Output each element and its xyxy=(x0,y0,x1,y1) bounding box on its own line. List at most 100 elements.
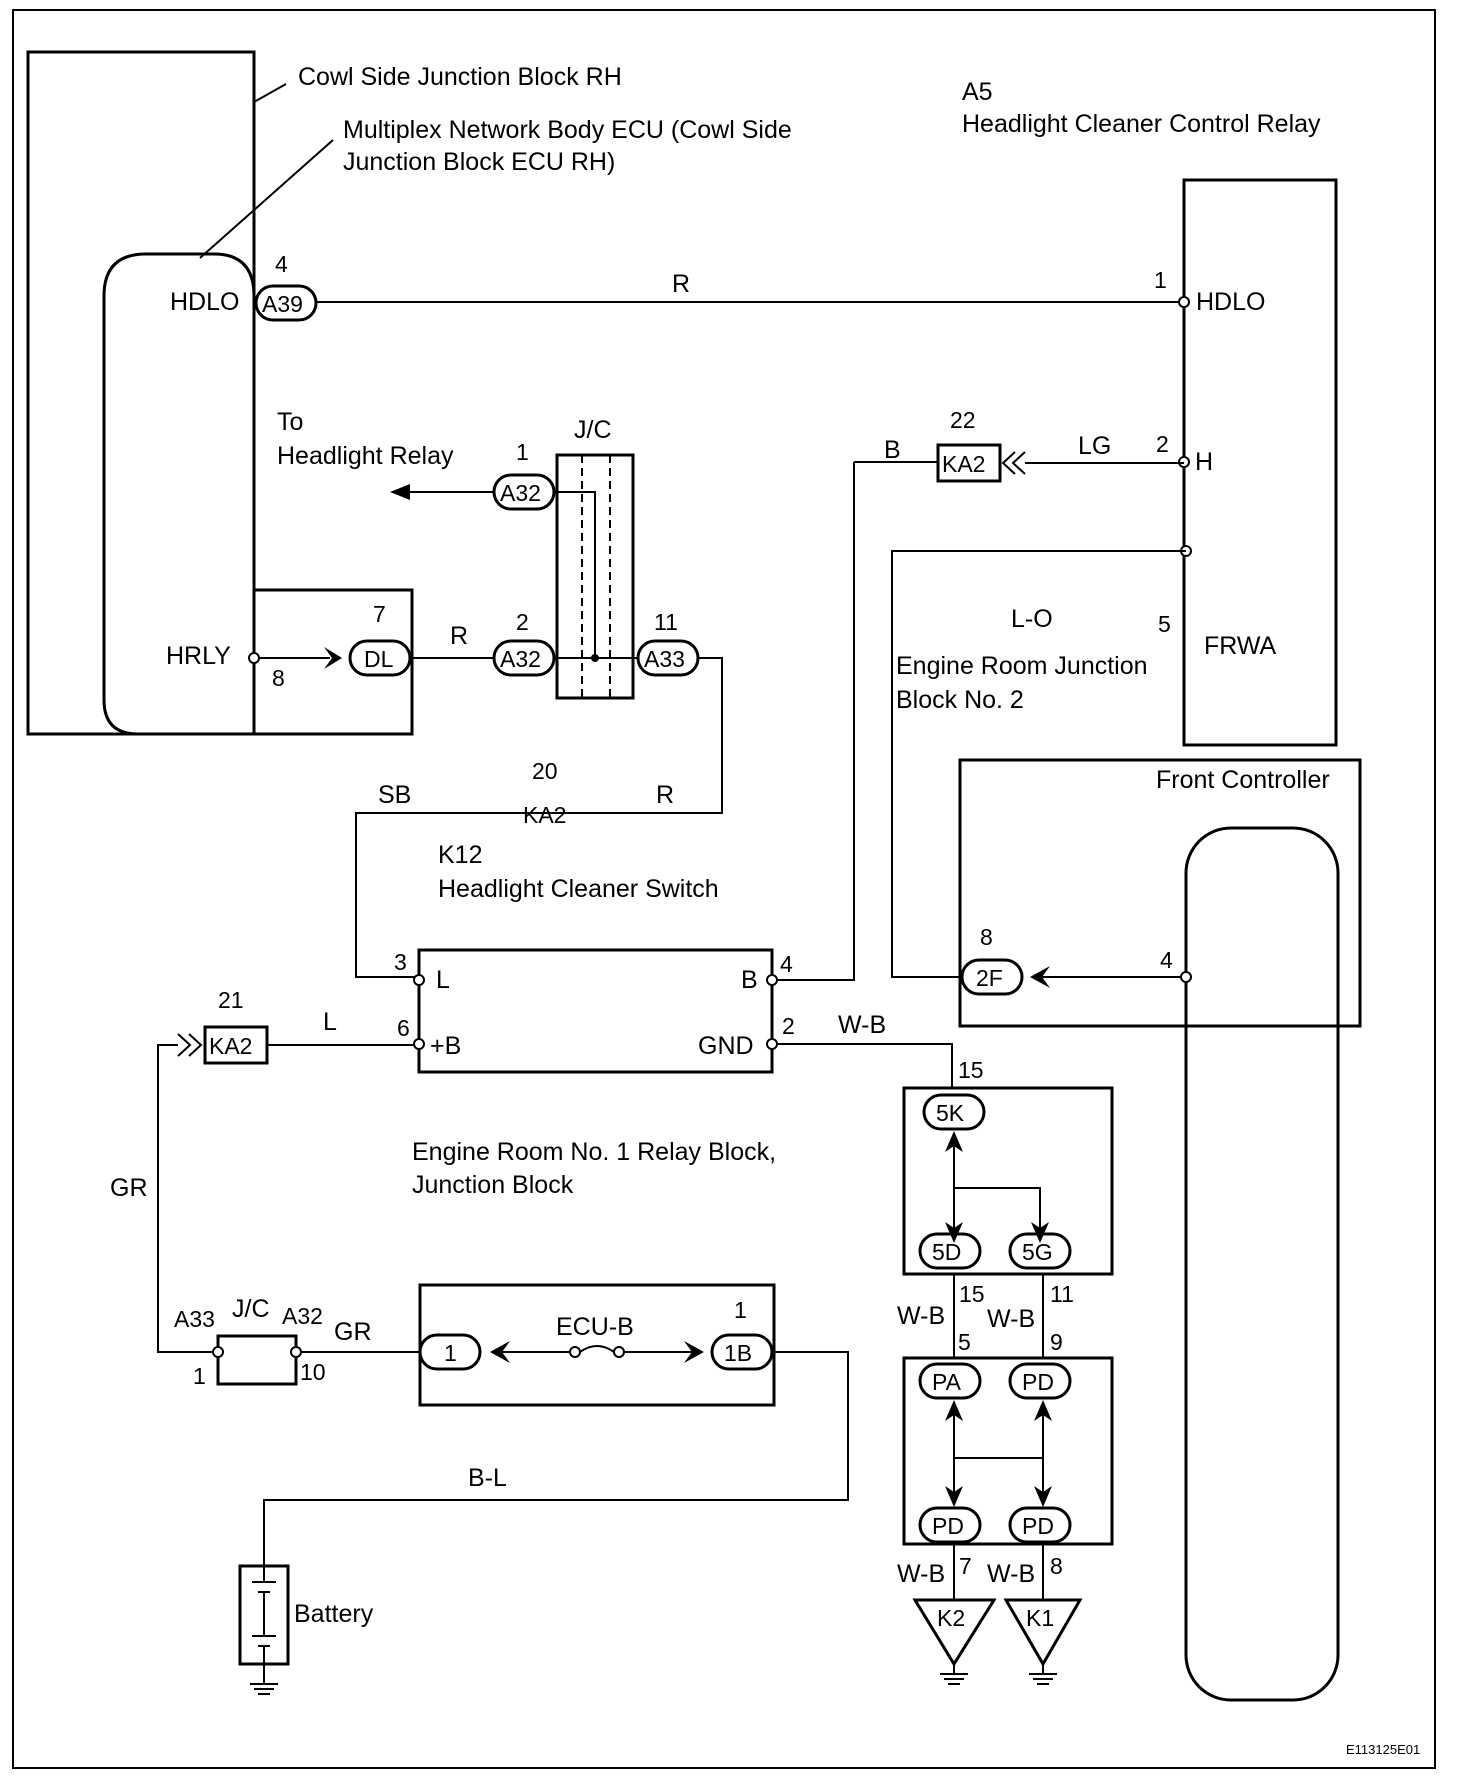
connector-pd-bl xyxy=(918,1506,982,1544)
a5-name: Headlight Cleaner Control Relay xyxy=(962,110,1321,138)
connector-5k xyxy=(922,1093,986,1131)
figure-id: E113125E01 xyxy=(1346,1742,1420,1757)
pin-1-a32: 1 xyxy=(516,439,529,465)
wire-gr-jc: GR xyxy=(334,1318,372,1346)
terminal-hrly: HRLY xyxy=(166,642,231,670)
k12-name: Headlight Cleaner Switch xyxy=(438,875,719,903)
pin-4-fc: 4 xyxy=(1160,947,1173,973)
connector-5g xyxy=(1008,1232,1072,1270)
connector-a32-top-label: A32 xyxy=(500,480,541,506)
relay-block-5k xyxy=(902,1086,1114,1276)
connector-1b-label: 1B xyxy=(724,1340,752,1366)
pin-11-a33: 11 xyxy=(654,609,678,635)
jc2-a33: A33 xyxy=(174,1306,215,1332)
cowl-side-junction-block xyxy=(26,50,256,736)
pin-20-ka2: 20 xyxy=(532,758,558,784)
wire-r-switch: R xyxy=(656,781,674,809)
switch-terminal-l: L xyxy=(436,966,450,994)
k12-code: K12 xyxy=(438,841,482,869)
relay-terminal-frwa: FRWA xyxy=(1204,632,1277,660)
wire-lg: LG xyxy=(1078,432,1111,460)
front-controller-ecu xyxy=(1184,826,1340,1702)
ecu-label-line2: Junction Block ECU RH) xyxy=(343,148,615,176)
connector-1-label: 1 xyxy=(444,1340,457,1366)
connector-5d xyxy=(918,1232,982,1270)
connector-pd-br-label: PD xyxy=(1022,1513,1054,1539)
pin-1-1b: 1 xyxy=(734,1297,747,1323)
pin-6-plusb: 6 xyxy=(397,1015,410,1041)
connector-a32-top xyxy=(492,473,556,511)
connector-dl xyxy=(348,639,412,677)
ground-k2-label: K2 xyxy=(937,1605,965,1631)
connector-pd-br xyxy=(1008,1506,1072,1544)
pin-22-ka2: 22 xyxy=(950,407,976,433)
connector-a39-label: A39 xyxy=(262,291,303,317)
wire-gr-left: GR xyxy=(110,1174,148,1202)
relay-block-pa xyxy=(902,1356,1114,1546)
to-headlight-relay-line2: Headlight Relay xyxy=(277,442,454,470)
pin-11-5g: 11 xyxy=(1050,1281,1074,1307)
connector-ka2-top-label: KA2 xyxy=(942,451,985,477)
pin-15-5k: 15 xyxy=(958,1057,984,1083)
connector-pa-label: PA xyxy=(932,1369,962,1395)
pin-2-h: 2 xyxy=(1156,431,1169,457)
ecu-label-line1: Multiplex Network Body ECU (Cowl Side xyxy=(343,116,792,144)
pin-5-frwa: 5 xyxy=(1158,611,1171,637)
pin-10-jc-right: 10 xyxy=(300,1359,326,1385)
jc2-a32: A32 xyxy=(282,1303,323,1329)
pin-5-pa: 5 xyxy=(958,1329,971,1355)
front-controller-label: Front Controller xyxy=(1156,766,1330,794)
pin-1-jc-left: 1 xyxy=(193,1363,206,1389)
pin-1-hdlo: 1 xyxy=(1154,267,1167,293)
wire-wb-k2: W-B xyxy=(897,1560,945,1588)
wire-r-dl: R xyxy=(450,622,468,650)
connector-pd-top xyxy=(1008,1362,1072,1400)
terminal-hdlo: HDLO xyxy=(170,288,239,316)
pin-7-dl: 7 xyxy=(373,601,386,627)
connector-a39 xyxy=(254,284,318,322)
jc-bottom-label: J/C xyxy=(232,1295,270,1323)
wire-wb-5g: W-B xyxy=(987,1305,1035,1333)
connector-1b xyxy=(710,1333,774,1371)
wire-wb-5d: W-B xyxy=(897,1302,945,1330)
wire-bl: B-L xyxy=(468,1464,507,1492)
cowl-block-label: Cowl Side Junction Block RH xyxy=(298,63,622,91)
pin-3-l: 3 xyxy=(394,949,407,975)
connector-2f-label: 2F xyxy=(976,965,1003,991)
pin-4-a39: 4 xyxy=(275,251,288,277)
pin-15-5d: 15 xyxy=(959,1281,985,1307)
fuse-ecu-b: ECU-B xyxy=(556,1313,634,1341)
connector-a33-mid-label: A33 xyxy=(644,646,685,672)
wire-wb-k1: W-B xyxy=(987,1560,1035,1588)
connector-1 xyxy=(418,1333,482,1371)
connector-pd-bl-label: PD xyxy=(932,1513,964,1539)
pin-8-k1: 8 xyxy=(1050,1553,1063,1579)
er-relay-line2: Junction Block xyxy=(412,1171,574,1199)
switch-terminal-gnd: GND xyxy=(698,1032,754,1060)
wire-lo: L-O xyxy=(1011,605,1053,633)
pin-2-a32: 2 xyxy=(516,609,529,635)
relay-terminal-h: H xyxy=(1195,448,1213,476)
diagram-frame xyxy=(12,9,1436,1769)
wire-l-plusb: L xyxy=(323,1008,337,1036)
pin-21-ka2: 21 xyxy=(218,987,244,1013)
pin-9-pd: 9 xyxy=(1050,1329,1063,1355)
erjb-line1: Engine Room Junction xyxy=(896,652,1148,680)
connector-ka2-mid: KA2 xyxy=(523,802,566,828)
er-relay-line1: Engine Room No. 1 Relay Block, xyxy=(412,1138,776,1166)
wire-sb: SB xyxy=(378,781,411,809)
battery-label: Battery xyxy=(294,1600,374,1628)
connector-ka2-left-label: KA2 xyxy=(209,1033,252,1059)
pin-4-b: 4 xyxy=(780,951,793,977)
junction-connector xyxy=(555,453,635,700)
connector-5g-label: 5G xyxy=(1022,1239,1053,1265)
connector-a32-mid-label: A32 xyxy=(500,646,541,672)
pin-8-hrly: 8 xyxy=(272,665,285,691)
connector-pd-top-label: PD xyxy=(1022,1369,1054,1395)
erjb-line2: Block No. 2 xyxy=(896,686,1024,714)
connector-pa xyxy=(918,1362,982,1400)
connector-5d-label: 5D xyxy=(932,1239,961,1265)
ground-k1 xyxy=(1003,1598,1083,1667)
a5-code: A5 xyxy=(962,78,993,106)
